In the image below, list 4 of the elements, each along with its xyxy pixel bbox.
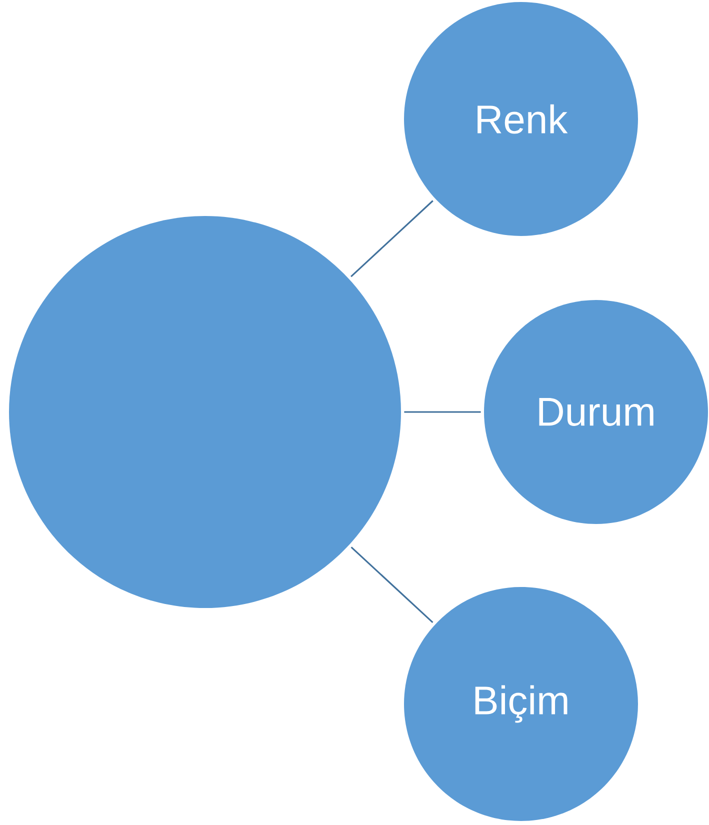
connector-line [350, 546, 434, 624]
hub-circle [9, 216, 401, 608]
connector-line [404, 411, 481, 413]
connector-line [350, 200, 434, 278]
